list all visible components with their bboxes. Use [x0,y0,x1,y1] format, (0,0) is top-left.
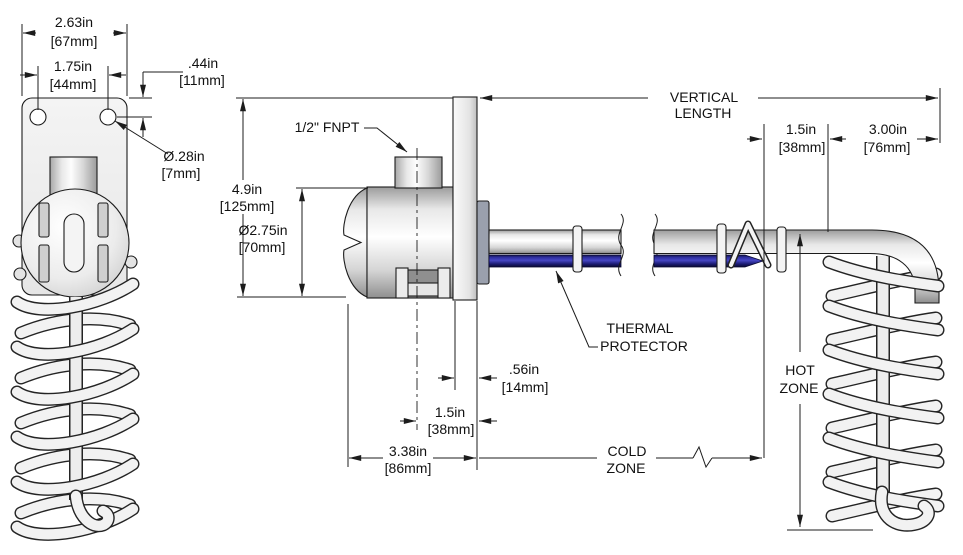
housing-dome [343,187,368,298]
mounting-hole-left [29,108,47,126]
thermal-protector-label-2: PROTECTOR [600,338,688,354]
dim-hole-spacing-in: 1.75in [54,58,92,74]
dim-plate-thickness-in: .56in [509,361,539,377]
thermal-protector-tip [653,254,765,268]
bracket-base [406,282,440,297]
dim-hole-offset-in: .44in [188,55,218,71]
vertical-length-label-2: LENGTH [675,105,732,121]
shaft-tube [488,229,622,255]
dim-body-dia-mm: [70mm] [239,239,286,255]
face-slot [38,202,50,238]
hot-zone-label-1: HOT [785,362,815,378]
front-coil-front [10,277,140,541]
side-view [343,96,945,532]
dim-base-length-mm: [86mm] [385,460,432,476]
shaft-clip [572,225,583,273]
mounting-hole-right [99,108,117,126]
face-center-slot [63,213,85,273]
housing-tab [13,267,27,281]
dim-plate-thickness-mm: [14mm] [502,379,549,395]
dim-coil-width-in: 3.00in [869,121,907,137]
bracket-recess [406,269,440,285]
shaft-boss [476,200,490,285]
face-slot [97,244,109,283]
hot-zone-label-2: ZONE [780,380,819,396]
bracket-post [437,267,451,299]
dimension-lines [20,24,941,531]
dim-tip-to-coil-mm: [38mm] [779,139,826,155]
front-view [10,97,140,541]
pipe-fitting-side [394,156,443,189]
dim-tip-to-coil-in: 1.5in [786,121,816,137]
dim-hole-dia-in: Ø.28in [163,148,204,164]
bracket-post [395,267,409,299]
cold-zone-label-1: COLD [608,443,647,459]
dim-hole-spacing-mm: [44mm] [50,76,97,92]
fnpt-label: 1/2" FNPT [295,119,360,135]
dim-center-to-plate-mm: [38mm] [428,421,475,437]
wire-clip [727,220,772,269]
dim-center-to-plate-in: 1.5in [435,404,465,420]
dim-base-length-in: 3.38in [389,443,427,459]
thermal-protector-element [488,254,622,268]
dim-hole-dia-mm: [7mm] [162,165,201,181]
side-coil-front [822,255,945,532]
face-slot [38,244,50,283]
dim-mount-width-in: 2.63in [55,14,93,30]
dimension-labels: 2.63in [67mm] 1.75in [44mm] .44in [11mm]… [50,14,911,476]
dim-coil-width-mm: [76mm] [864,139,911,155]
dim-body-dia-in: Ø2.75in [238,222,287,238]
dim-overall-height-mm: [125mm] [220,198,274,214]
cold-zone-label-2: ZONE [607,460,646,476]
dim-mount-width-mm: [67mm] [51,33,98,49]
vertical-length-label-1: VERTICAL [670,89,738,105]
break-mark [618,213,624,277]
dim-overall-height-in: 4.9in [232,181,262,197]
shaft-clip [776,226,787,273]
shaft-clip [716,223,727,274]
dim-hole-offset-mm: [11mm] [179,72,225,88]
face-slot [97,202,109,238]
mounting-plate-side [452,96,478,301]
thermal-protector-label-1: THERMAL [607,320,674,336]
